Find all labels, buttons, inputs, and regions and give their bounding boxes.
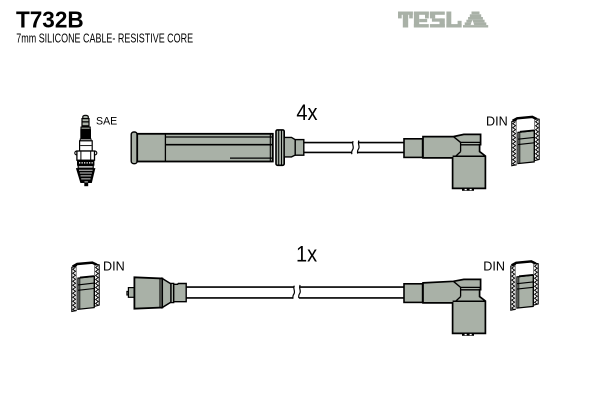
svg-text:7mm SILICONE CABLE- RESISTIVE: 7mm SILICONE CABLE- RESISTIVE CORE [16,32,193,46]
svg-text:1x: 1x [296,241,317,266]
svg-text:DIN: DIN [483,259,505,273]
svg-text:4x: 4x [296,100,317,125]
svg-text:T732B: T732B [16,6,84,33]
svg-text:SAE: SAE [96,115,117,127]
svg-text:DIN: DIN [486,114,508,128]
svg-text:DIN: DIN [103,259,125,273]
